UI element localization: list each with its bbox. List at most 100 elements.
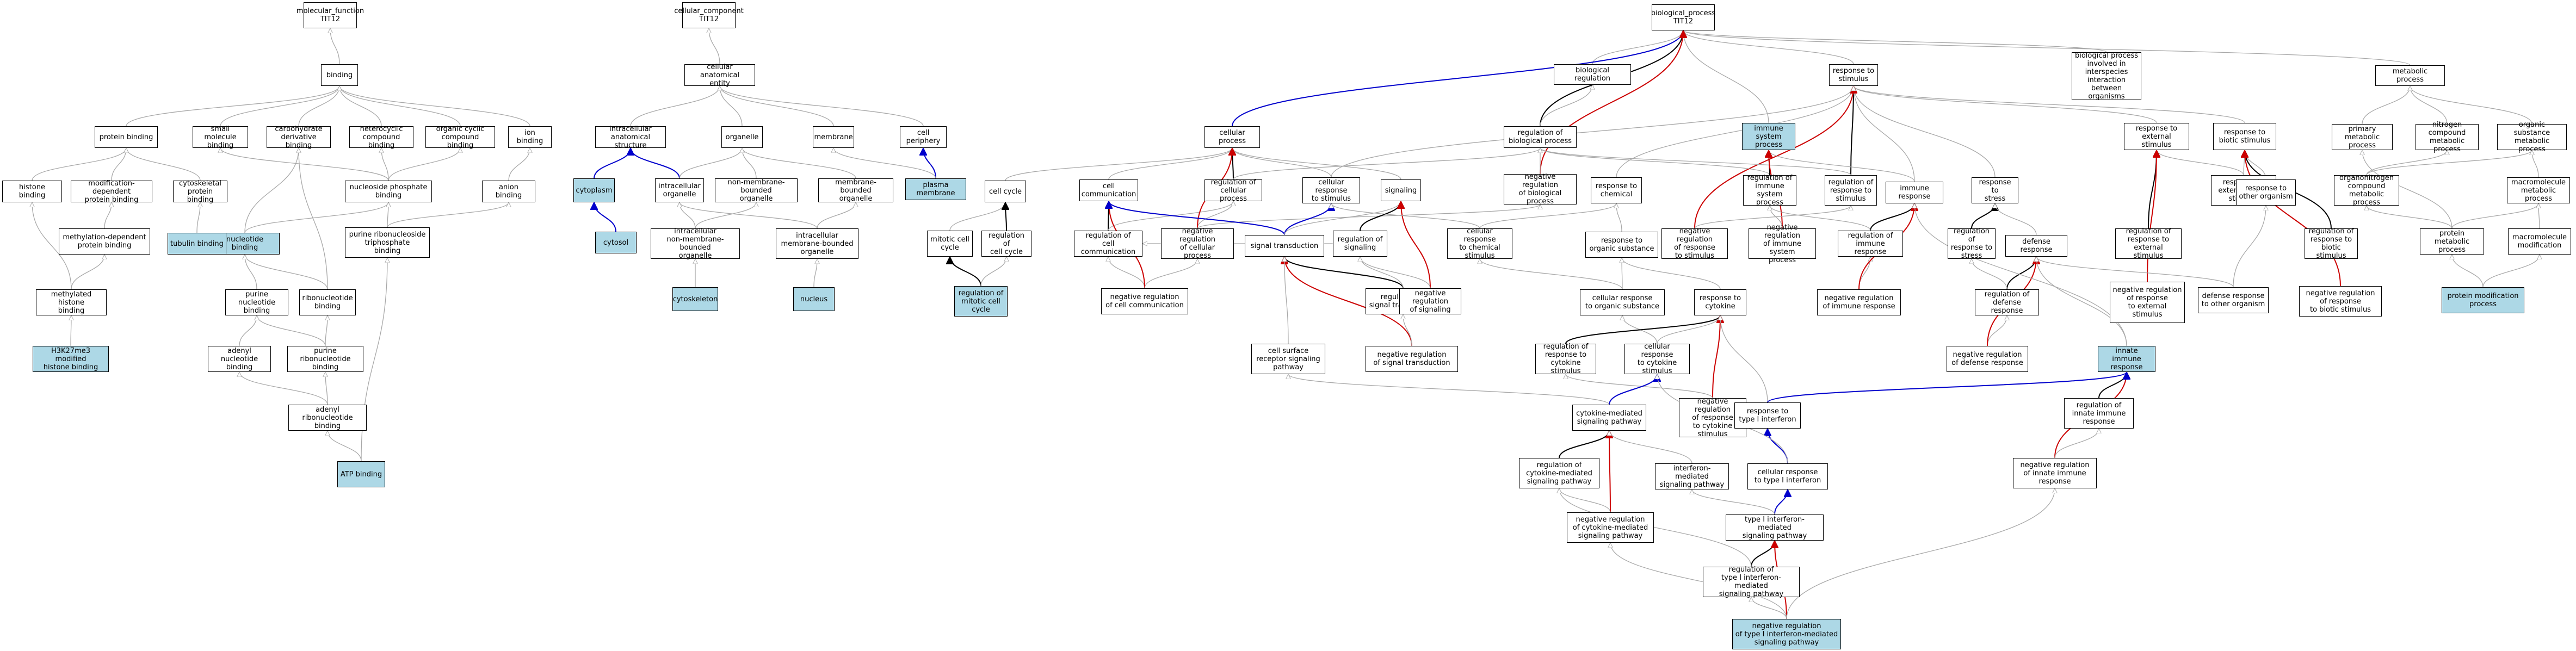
go-term-plasma-membrane[interactable]: plasma membrane bbox=[905, 178, 966, 200]
go-term-small-molecule-binding[interactable]: small molecule binding bbox=[193, 125, 248, 150]
go-term-biological-regulation[interactable]: biological regulation bbox=[1554, 64, 1631, 85]
go-term-regulation-of-immune-system-process[interactable]: regulation of immune system process bbox=[1743, 174, 1796, 207]
go-term-cell-surface-receptor-signaling-pathway[interactable]: cell surface receptor signaling pathway bbox=[1251, 344, 1325, 374]
go-term-non-membrane-bounded-organelle[interactable]: non-membrane-bounded organelle bbox=[715, 178, 798, 203]
go-term-regulation-of-response-to-cytokine-stimulus[interactable]: regulation of response to cytokine stimu… bbox=[1535, 343, 1596, 375]
go-term-cytoskeleton[interactable]: cytoskeleton bbox=[672, 287, 718, 311]
go-term-organic-cyclic-compound-binding[interactable]: organic cyclic compound binding bbox=[425, 125, 495, 150]
go-term-organelle[interactable]: organelle bbox=[721, 126, 763, 148]
go-term-negative-regulation-of-innate-immune-response[interactable]: negative regulation of innate immune res… bbox=[2013, 458, 2097, 488]
go-term-regulation-of-response-to-stimulus[interactable]: regulation of response to stimulus bbox=[1825, 175, 1877, 206]
go-term-intracellular-anatomical-structure[interactable]: intracellular anatomical structure bbox=[595, 125, 666, 150]
go-term-response-to-external-stimulus[interactable]: response to external stimulus bbox=[2124, 123, 2189, 150]
go-term-methylation-dependent-protein-binding[interactable]: methylation-dependent protein binding bbox=[59, 228, 150, 255]
go-term-defense-response-to-other-organism[interactable]: defense response to other organism bbox=[2198, 287, 2269, 313]
go-term-cytokine-mediated-signaling-pathway[interactable]: cytokine-mediated signaling pathway bbox=[1572, 405, 1646, 431]
go-term-protein-binding[interactable]: protein binding bbox=[95, 126, 158, 148]
go-term-protein-metabolic-process[interactable]: protein metabolic process bbox=[2420, 228, 2484, 255]
go-term-cellular-response-to-stimulus[interactable]: cellular response to stimulus bbox=[1302, 177, 1360, 203]
go-term-regulation-of-mitotic-cell-cycle[interactable]: regulation of mitotic cell cycle bbox=[954, 286, 1008, 317]
go-term-cellular-response-to-cytokine-stimulus[interactable]: cellular response to cytokine stimulus bbox=[1624, 343, 1690, 375]
go-term-immune-response[interactable]: immune response bbox=[1886, 182, 1943, 203]
go-term-cellular-process[interactable]: cellular process bbox=[1204, 126, 1260, 148]
go-term-signaling[interactable]: signaling bbox=[1381, 179, 1421, 201]
go-term-nitrogen-compound-metabolic-process[interactable]: nitrogen compound metabolic process bbox=[2416, 121, 2479, 153]
go-term-nucleus[interactable]: nucleus bbox=[793, 287, 835, 311]
go-term-cell-periphery[interactable]: cell periphery bbox=[900, 126, 947, 148]
go-term-mitotic-cell-cycle[interactable]: mitotic cell cycle bbox=[927, 231, 973, 257]
go-term-histone-binding[interactable]: histone binding bbox=[2, 181, 62, 202]
go-term-modification-dependent-protein-binding[interactable]: modification-dependent protein binding bbox=[71, 179, 152, 204]
go-term-defense-response[interactable]: defense response bbox=[2005, 235, 2067, 257]
go-term-response-to-type-i-interferon[interactable]: response to type I interferon bbox=[1734, 402, 1801, 429]
go-term-regulation-of-cell-cycle[interactable]: regulation of cell cycle bbox=[981, 231, 1031, 257]
go-term-regulation-of-cellular-process[interactable]: regulation of cellular process bbox=[1204, 178, 1262, 203]
go-term-cytosol[interactable]: cytosol bbox=[595, 232, 637, 253]
go-term-innate-immune-response[interactable]: innate immune response bbox=[2098, 346, 2155, 372]
go-term-molecular-function-tit12[interactable]: molecular_function TIT12 bbox=[296, 2, 364, 28]
go-term-regulation-of-response-to-stress[interactable]: regulation of response to stress bbox=[1948, 227, 1996, 260]
go-term-response-to-biotic-stimulus[interactable]: response to biotic stimulus bbox=[2213, 123, 2276, 150]
go-term-ribonucleotide-binding[interactable]: ribonucleotide binding bbox=[299, 289, 356, 315]
go-term-intracellular-membrane-bounded-organelle[interactable]: intracellular membrane-bounded organelle bbox=[776, 228, 858, 259]
go-term-regulation-of-defense-response[interactable]: regulation of defense response bbox=[1975, 289, 2039, 315]
go-term-negative-regulation-of-signal-transduction[interactable]: negative regulation of signal transducti… bbox=[1366, 346, 1458, 372]
go-term-negative-regulation-of-immune-system-process[interactable]: negative regulation of immune system pro… bbox=[1749, 224, 1816, 264]
go-term-methylated-histone-binding[interactable]: methylated histone binding bbox=[36, 289, 107, 315]
go-term-ion-binding[interactable]: ion binding bbox=[508, 126, 552, 148]
go-term-negative-regulation-of-immune-response[interactable]: negative regulation of immune response bbox=[1817, 289, 1901, 315]
go-term-cellular-response-to-organic-substance[interactable]: cellular response to organic substance bbox=[1580, 289, 1665, 315]
go-term-intracellular-non-membrane-bounded-organelle[interactable]: intracellular non-membrane-bounded organ… bbox=[651, 227, 740, 260]
go-term-regulation-of-response-to-biotic-stimulus[interactable]: regulation of response to biotic stimulu… bbox=[2305, 227, 2358, 260]
go-term-negative-regulation-of-cellular-process[interactable]: negative regulation of cellular process bbox=[1161, 227, 1234, 260]
go-term-response-to-stress[interactable]: response to stress bbox=[1972, 177, 2018, 203]
go-term-cellular-response-to-chemical-stimulus[interactable]: cellular response to chemical stimulus bbox=[1447, 227, 1512, 260]
go-term-type-i-interferon-mediated-signaling-pathway[interactable]: type I interferon-mediated signaling pat… bbox=[1726, 514, 1824, 541]
go-term-membrane[interactable]: membrane bbox=[813, 126, 854, 148]
go-term-regulation-of-response-to-external-stimulus[interactable]: regulation of response to external stimu… bbox=[2115, 227, 2182, 260]
go-term-regulation-of-type-i-interferon-mediated-signaling-pathway[interactable]: regulation of type I interferon-mediated… bbox=[1703, 566, 1800, 598]
go-term-macromolecule-metabolic-process[interactable]: macromolecule metabolic process bbox=[2507, 177, 2570, 203]
go-term-cellular-component-tit12[interactable]: cellular_component TIT12 bbox=[674, 2, 744, 28]
go-term-adenyl-ribonucleotide-binding[interactable]: adenyl ribonucleotide binding bbox=[288, 405, 367, 431]
go-term-regulation-of-signaling[interactable]: regulation of signaling bbox=[1333, 231, 1387, 257]
go-term-negative-regulation-of-defense-response[interactable]: negative regulation of defense response bbox=[1947, 346, 2028, 372]
go-term-immune-system-process[interactable]: immune system process bbox=[1742, 123, 1795, 150]
go-term-interferon-mediated-signaling-pathway[interactable]: interferon-mediated signaling pathway bbox=[1655, 463, 1729, 489]
go-term-regulation-of-innate-immune-response[interactable]: regulation of innate immune response bbox=[2064, 398, 2134, 429]
go-term-negative-regulation-of-response-to-stimulus[interactable]: negative regulation of response to stimu… bbox=[1661, 227, 1728, 260]
go-term-negative-regulation-of-biological-process[interactable]: negative regulation of biological proces… bbox=[1504, 173, 1577, 206]
go-term-regulation-of-immune-response[interactable]: regulation of immune response bbox=[1838, 231, 1903, 257]
go-term-membrane-bounded-organelle[interactable]: membrane-bounded organelle bbox=[818, 178, 893, 203]
go-term-negative-regulation-of-signaling[interactable]: negative regulation of signaling bbox=[1399, 288, 1461, 314]
go-term-purine-ribonucleoside-triphosphate-binding[interactable]: purine ribonucleoside triphosphate bindi… bbox=[345, 227, 430, 258]
go-term-negative-regulation-of-type-i-interferon-mediated-signaling-pathway[interactable]: negative regulation of type I interferon… bbox=[1732, 619, 1841, 649]
go-term-intracellular-organelle[interactable]: intracellular organelle bbox=[655, 178, 704, 202]
go-term-anion-binding[interactable]: anion binding bbox=[482, 181, 535, 202]
go-term-regulation-of-cytokine-mediated-signaling-pathway[interactable]: regulation of cytokine-mediated signalin… bbox=[1519, 458, 1599, 488]
go-term-macromolecule-modification[interactable]: macromolecule modification bbox=[2508, 228, 2571, 255]
go-term-biological-process-tit12[interactable]: biological_process TIT12 bbox=[1651, 4, 1715, 30]
go-term-response-to-stimulus[interactable]: response to stimulus bbox=[1829, 64, 1878, 86]
go-term-signal-transduction[interactable]: signal transduction bbox=[1245, 235, 1324, 257]
go-term-heterocyclic-compound-binding[interactable]: heterocyclic compound binding bbox=[349, 125, 413, 150]
go-term-organonitrogen-compound-metabolic-process[interactable]: organonitrogen compound metabolic proces… bbox=[2334, 174, 2399, 207]
go-term-purine-ribonucleotide-binding[interactable]: purine ribonucleotide binding bbox=[287, 346, 363, 372]
go-term-cell-cycle[interactable]: cell cycle bbox=[985, 181, 1026, 202]
go-term-regulation-of-biological-process[interactable]: regulation of biological process bbox=[1504, 126, 1577, 148]
go-term-purine-nucleotide-binding[interactable]: purine nucleotide binding bbox=[225, 289, 288, 315]
go-term-regulation-of-cell-communication[interactable]: regulation of cell communication bbox=[1074, 231, 1142, 257]
go-term-carbohydrate-derivative-binding[interactable]: carbohydrate derivative binding bbox=[267, 125, 331, 150]
go-term-nucleoside-phosphate-binding[interactable]: nucleoside phosphate binding bbox=[345, 181, 432, 202]
go-term-primary-metabolic-process[interactable]: primary metabolic process bbox=[2332, 124, 2393, 150]
go-term-negative-regulation-of-response-to-external-stimulus[interactable]: negative regulation of response to exter… bbox=[2110, 282, 2185, 323]
go-term-tubulin-binding[interactable]: tubulin binding bbox=[168, 233, 226, 255]
go-term-cell-communication[interactable]: cell communication bbox=[1079, 179, 1138, 201]
go-term-cellular-response-to-type-i-interferon[interactable]: cellular response to type I interferon bbox=[1747, 463, 1828, 489]
go-term-response-to-other-organism[interactable]: response to other organism bbox=[2236, 179, 2296, 206]
go-term-cytoplasm[interactable]: cytoplasm bbox=[573, 178, 615, 202]
go-term-negative-regulation-of-cell-communication[interactable]: negative regulation of cell communicatio… bbox=[1101, 288, 1188, 314]
go-term-h3k27me3-modified-histone-binding[interactable]: H3K27me3 modified histone binding bbox=[33, 346, 109, 372]
go-term-response-to-cytokine[interactable]: response to cytokine bbox=[1694, 289, 1746, 315]
go-term-cytoskeletal-protein-binding[interactable]: cytoskeletal protein binding bbox=[173, 179, 227, 204]
